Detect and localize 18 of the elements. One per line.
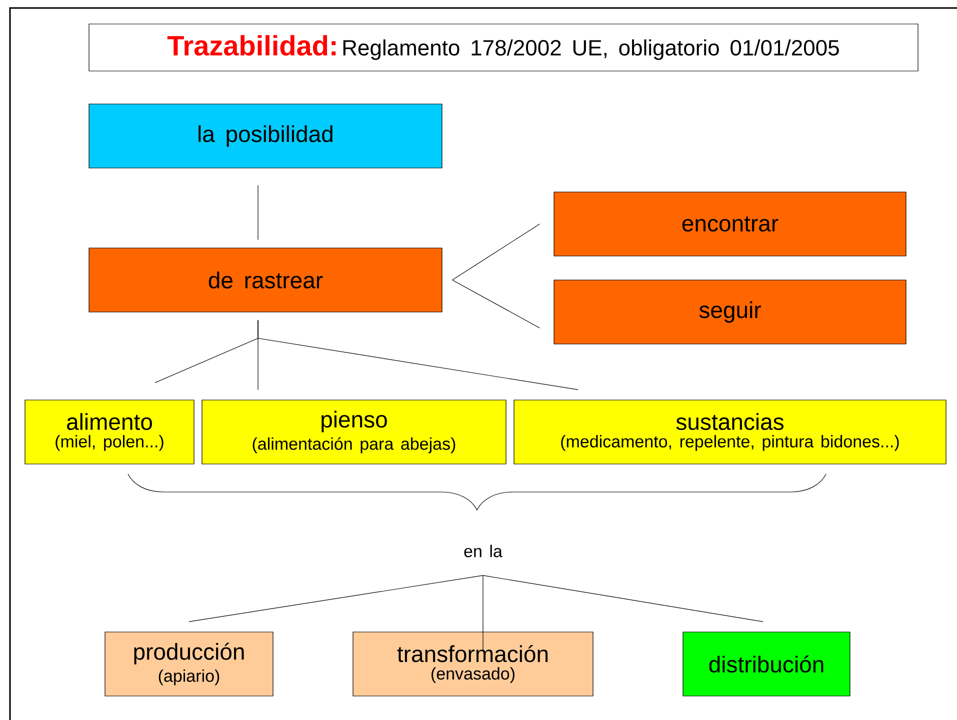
category-box: pienso (alimentación para abejas) <box>202 400 506 464</box>
stage-box: distribución <box>682 632 850 696</box>
stage-box: transformación (envasado) <box>352 632 594 696</box>
connector-line <box>258 320 578 390</box>
concept-box: la posibilidad <box>88 104 442 168</box>
connector-line <box>482 575 484 650</box>
category-box: sustancias (medicamento, repelente, pintura bidones...) <box>514 400 946 464</box>
stage-box: producción (apiario) <box>104 632 274 696</box>
concept-box: encontrar <box>554 192 906 256</box>
title-box: Trazabilidad: Reglamento 178/2002 UE, obligatorio 01/01/2005 <box>88 24 918 72</box>
connector-text: en la <box>464 544 502 558</box>
category-box: alimento (miel, polen...) <box>24 400 194 464</box>
concept-box: de rastrear <box>88 248 442 312</box>
connector-line <box>482 575 764 622</box>
connector-line <box>452 224 540 280</box>
concept-box: seguir <box>554 280 906 344</box>
connector-line <box>188 575 484 622</box>
connector-line <box>452 280 540 328</box>
